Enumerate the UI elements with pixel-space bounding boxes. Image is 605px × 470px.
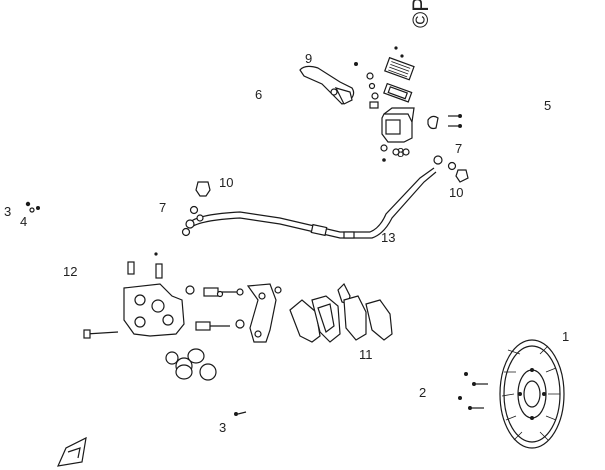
brake-disc — [499, 339, 565, 449]
callout-10-right: 10 — [449, 185, 463, 200]
brake-caliper — [83, 252, 195, 339]
callout-8: 8 — [397, 145, 404, 160]
callout-10-left: 10 — [219, 175, 233, 190]
callout-6: 6 — [255, 87, 262, 102]
caliper-bracket — [246, 283, 282, 343]
caliper-pistons — [165, 348, 217, 381]
callout-5: 5 — [544, 98, 551, 113]
callout-3-left: 3 — [4, 204, 11, 219]
callout-9: 9 — [305, 51, 312, 66]
callout-2: 2 — [419, 385, 426, 400]
screw-set-left — [25, 201, 40, 213]
callout-1: 1 — [562, 329, 569, 344]
screw-bottom — [234, 411, 247, 416]
brake-hose — [185, 167, 437, 239]
banjo-bolt-lower — [181, 181, 211, 237]
watermark: ©Pa — [408, 0, 433, 28]
disc-bolts — [458, 372, 488, 410]
brake-pads — [289, 282, 393, 343]
callout-11: 11 — [359, 347, 373, 362]
callout-12: 12 — [63, 264, 77, 279]
callout-labels: 1 2 3 3 4 5 6 7 7 8 9 10 10 11 12 13 — [4, 51, 569, 435]
brake-lever — [299, 65, 355, 105]
callout-7-left: 7 — [159, 200, 166, 215]
front-arrow-icon — [56, 436, 87, 467]
callout-13: 13 — [381, 230, 395, 245]
callout-4: 4 — [20, 214, 27, 229]
caliper-pins — [195, 287, 245, 331]
banjo-bolt-upper — [433, 155, 469, 183]
callout-7-right: 7 — [455, 141, 462, 156]
callout-3-bottom: 3 — [219, 420, 226, 435]
master-cylinder — [354, 46, 462, 162]
